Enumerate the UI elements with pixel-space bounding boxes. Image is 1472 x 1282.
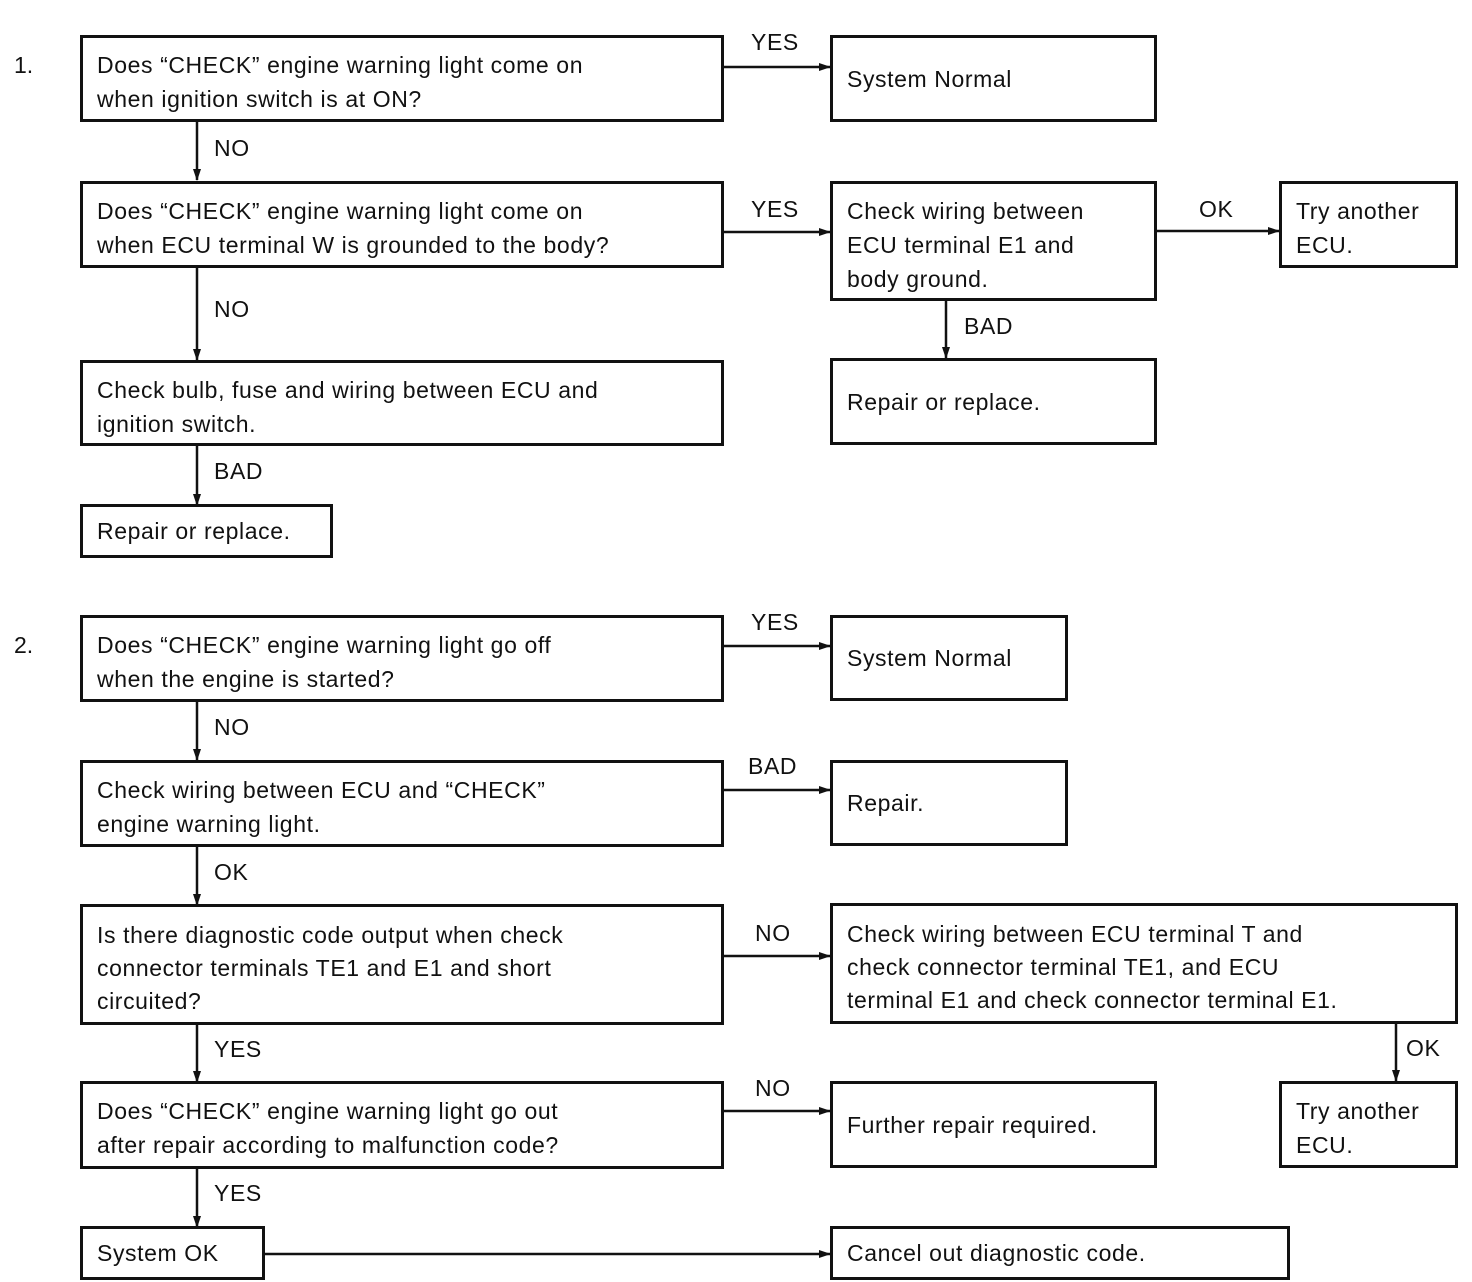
further-repair-box: Further repair required. [830, 1081, 1157, 1168]
label-s1-yes-2: YES [751, 196, 799, 222]
check-wiring-e1-box: Check wiring between ECU terminal E1 and… [830, 181, 1157, 301]
label-s2-no-1: NO [214, 714, 250, 740]
section-2-number: 2. [14, 632, 34, 658]
label-s2-yes-1: YES [751, 609, 799, 635]
question-light-goes-out: Does “CHECK” engine warning light go out… [80, 1081, 724, 1169]
label-s2-bad-1: BAD [748, 753, 798, 779]
repair-replace-text-right: Repair or replace. [847, 388, 1041, 415]
check-bulb-fuse-box: Check bulb, fuse and wiring between ECU … [80, 360, 724, 446]
label-s1-no-2: NO [214, 296, 250, 322]
try-another-ecu-box-2: Try another ECU. [1279, 1081, 1458, 1168]
repair-replace-text-left: Repair or replace. [97, 518, 291, 544]
question-light-on-ignition: Does “CHECK” engine warning light come o… [80, 35, 724, 122]
label-s2-no-3: NO [755, 1075, 791, 1101]
cancel-code-text: Cancel out diagnostic code. [847, 1240, 1146, 1266]
check-wiring-t-te1-box: Check wiring between ECU terminal T and … [830, 903, 1458, 1024]
question-diag-output: Is there diagnostic code output when che… [80, 904, 724, 1025]
label-s2-ok-2: OK [1406, 1035, 1441, 1061]
label-s1-bad-2: BAD [214, 458, 264, 484]
system-normal-text-1: System Normal [847, 65, 1012, 92]
label-s1-ok-1: OK [1199, 196, 1234, 222]
repair-text: Repair. [847, 790, 925, 816]
label-s1-no-1: NO [214, 135, 250, 161]
question-light-goes-off: Does “CHECK” engine warning light go off… [80, 615, 724, 702]
label-s2-ok-1: OK [214, 859, 249, 885]
label-s2-no-2: NO [755, 920, 791, 946]
further-repair-text: Further repair required. [847, 1111, 1098, 1138]
cancel-code-box: Cancel out diagnostic code. [830, 1226, 1290, 1280]
system-normal-box-1: System Normal [830, 35, 1157, 122]
section-1-number: 1. [14, 52, 34, 78]
repair-box: Repair. [830, 760, 1068, 846]
label-s2-yes-3: YES [214, 1180, 262, 1206]
repair-replace-box-left: Repair or replace. [80, 504, 333, 558]
system-ok-box: System OK [80, 1226, 265, 1280]
label-s2-yes-2: YES [214, 1036, 262, 1062]
try-another-ecu-box-1: Try another ECU. [1279, 181, 1458, 268]
system-ok-text: System OK [97, 1240, 219, 1266]
label-s1-bad-1: BAD [964, 313, 1014, 339]
system-normal-text-2: System Normal [847, 645, 1012, 671]
system-normal-box-2: System Normal [830, 615, 1068, 701]
question-w-grounded: Does “CHECK” engine warning light come o… [80, 181, 724, 268]
check-wiring-light-box: Check wiring between ECU and “CHECK” eng… [80, 760, 724, 847]
repair-replace-box-right: Repair or replace. [830, 358, 1157, 445]
label-s1-yes-1: YES [751, 29, 799, 55]
